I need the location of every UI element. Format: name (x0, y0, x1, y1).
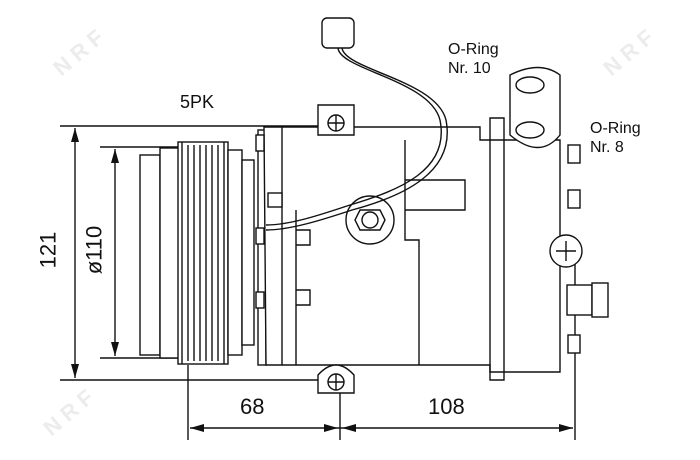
pulley (139, 141, 255, 365)
mount-to-rear-dimension: 108 (428, 394, 465, 419)
belt-type-label: 5PK (180, 92, 215, 112)
pulley-diameter-dimension: ø110 (81, 225, 107, 275)
oring-8-label-line2: Nr. 8 (590, 139, 624, 156)
sensor-cable (265, 17, 448, 231)
oring-8-label-line1: O-Ring (590, 120, 641, 137)
compressor-body (255, 66, 609, 394)
oring-10-label-line1: O-Ring (448, 41, 499, 58)
height-dimension: 121 (35, 231, 61, 269)
pulley-to-mount-dimension: 68 (240, 394, 265, 419)
oring-10-label-line2: Nr. 10 (448, 60, 491, 77)
